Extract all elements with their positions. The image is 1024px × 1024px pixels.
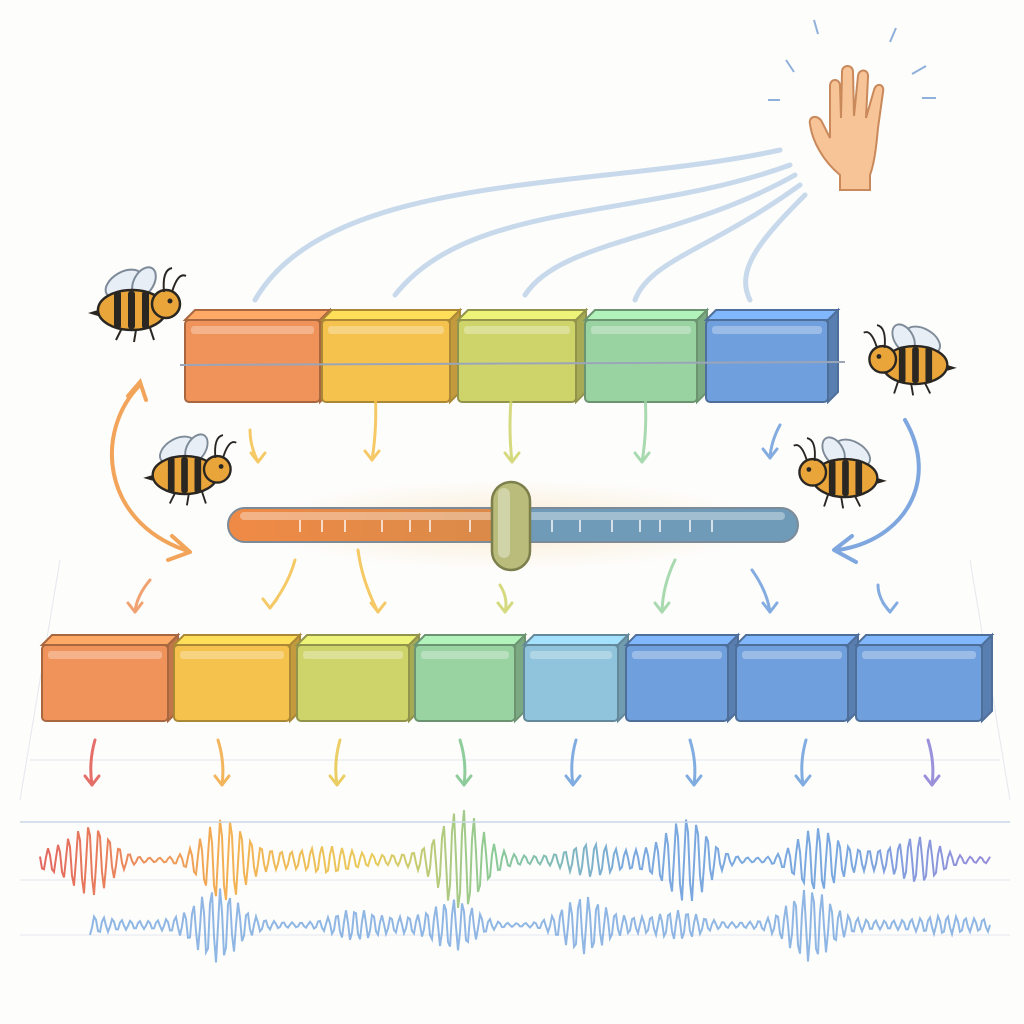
arrow-down (455, 738, 473, 787)
arrow-down (876, 583, 899, 614)
arrow-down (213, 738, 231, 787)
arrow-down (328, 738, 346, 787)
arrow-down (633, 393, 651, 464)
right-loop-arrow (832, 418, 921, 564)
arrow-down (261, 558, 297, 610)
arrow-down (496, 583, 514, 614)
arrow-down (83, 738, 101, 787)
waveform-lower (89, 888, 991, 963)
arrow-down (761, 423, 782, 460)
bottom-block-6 (623, 632, 741, 724)
bottom-block-5 (521, 632, 631, 724)
bottom-block-3 (294, 632, 422, 724)
hand-icon (768, 19, 936, 191)
top-block-1 (182, 307, 333, 405)
arrows-to-waveform (83, 738, 941, 787)
left-loop-arrow (110, 378, 192, 562)
arrow-down (126, 578, 152, 614)
top-row-rod (179, 361, 846, 366)
bee-icon (88, 266, 187, 343)
bottom-block-4 (412, 632, 528, 724)
arrow-down (363, 388, 381, 462)
top-block-5 (703, 307, 841, 405)
arrow-down (794, 738, 812, 787)
arrows-to-bottom-row (126, 548, 899, 614)
arrow-down (564, 738, 582, 787)
arrow-down (685, 738, 703, 787)
waveforms (20, 810, 1010, 963)
bee-icon (863, 323, 957, 396)
flow-ribbons (252, 147, 808, 303)
slider-knob[interactable] (490, 480, 532, 572)
bottom-block-8 (853, 632, 995, 724)
arrow-down (356, 548, 387, 614)
arrow-down (503, 388, 521, 464)
arrow-down (750, 568, 779, 614)
bee-icon (143, 433, 237, 506)
bottom-block-7 (733, 632, 861, 724)
slider-tick-marks (299, 520, 713, 532)
arrows-to-slider (248, 388, 782, 464)
bottom-block-1 (39, 632, 181, 724)
arrow-down (653, 558, 677, 614)
waveform-upper (39, 810, 991, 909)
perspective-grid (19, 559, 1011, 936)
top-block-2 (319, 307, 463, 405)
bee-icon (793, 436, 887, 509)
arrow-down (248, 428, 267, 464)
bees (88, 266, 957, 509)
arrow-down (923, 738, 941, 787)
bottom-block-2 (171, 632, 303, 724)
top-block-4 (582, 307, 710, 405)
blend-slider[interactable] (227, 480, 799, 572)
top-block-row (182, 307, 841, 405)
top-block-3 (455, 307, 589, 405)
bottom-block-row (39, 632, 995, 724)
